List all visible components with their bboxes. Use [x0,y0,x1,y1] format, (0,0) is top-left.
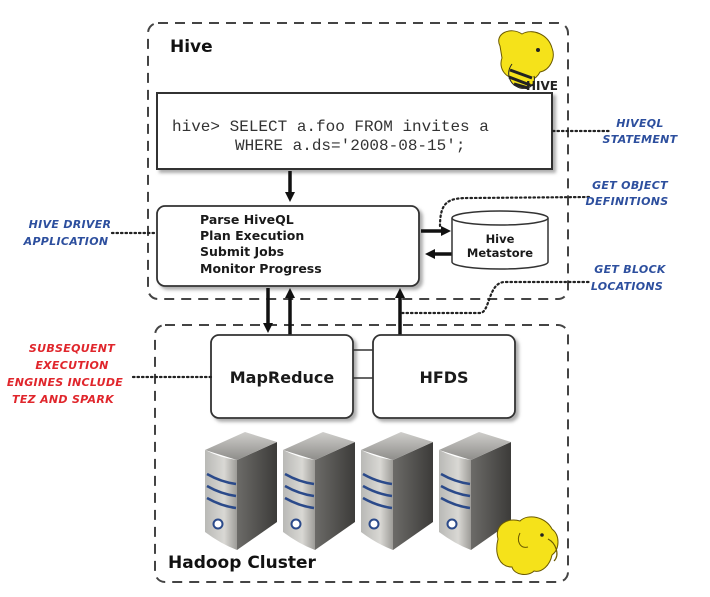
server-group [205,432,511,550]
hadoop-cluster-title: Hadoop Cluster [168,553,316,573]
hdfs-box: HFDS [372,334,516,419]
query-line-1: hive> SELECT a.foo FROM invites a [172,118,489,136]
hive-logo: HIVE [498,30,558,93]
server-icon [283,432,355,550]
svg-text:ENGINES INCLUDE: ENGINES INCLUDE [7,376,123,389]
svg-text:TEZ AND SPARK: TEZ AND SPARK [12,393,115,406]
svg-text:EXECUTION: EXECUTION [35,359,108,372]
annotation-get-block-locations: GET BLOCK LOCATIONS [591,263,667,293]
mapreduce-box: MapReduce [210,334,354,419]
svg-text:GET BLOCK: GET BLOCK [594,263,667,276]
annotation-hiveql-statement: HIVEQL STATEMENT [603,117,679,146]
svg-text:SUBSEQUENT: SUBSEQUENT [29,342,116,355]
svg-text:GET OBJECT: GET OBJECT [592,179,669,192]
annotation-execution-engines: SUBSEQUENT EXECUTION ENGINES INCLUDE TEZ… [7,342,123,406]
hive-logo-text: HIVE [526,79,558,93]
svg-text:STATEMENT: STATEMENT [603,133,679,146]
leader-block-locations [400,280,592,315]
server-icon [361,432,433,550]
hiveql-query-box: hive> SELECT a.foo FROM invites a WHERE … [156,92,553,170]
query-line-2: WHERE a.ds='2008-08-15'; [235,137,465,155]
hive-metastore: Hive Metastore [451,210,549,270]
hive-container: Hive [147,22,569,300]
mapreduce-label: MapReduce [230,368,335,387]
metastore-label-1: Hive [486,232,515,246]
driver-step-submit: Submit Jobs [200,244,284,259]
svg-text:DEFINITIONS: DEFINITIONS [586,195,669,208]
annotation-get-object-definitions: GET OBJECT DEFINITIONS [586,179,669,208]
server-icon [205,432,277,550]
svg-text:HIVE DRIVER: HIVE DRIVER [29,218,112,231]
svg-text:HIVEQL: HIVEQL [616,117,664,130]
leader-object-definitions [438,195,592,228]
hadoop-elephant-logo [496,516,559,575]
svg-text:APPLICATION: APPLICATION [23,235,109,248]
annotation-hive-driver-application: HIVE DRIVER APPLICATION [23,218,112,248]
driver-step-parse: Parse HiveQL [200,212,294,227]
server-icon [439,432,511,550]
annotation-leaders [110,129,612,379]
driver-step-monitor: Monitor Progress [200,261,322,276]
driver-step-plan: Plan Execution [200,228,304,243]
hadoop-cluster-container: Hadoop Cluster [154,324,569,583]
svg-text:LOCATIONS: LOCATIONS [591,280,663,293]
metastore-label-2: Metastore [467,246,533,260]
hive-driver-box: Parse HiveQL Plan Execution Submit Jobs … [156,205,420,287]
hdfs-label: HFDS [419,368,468,387]
hive-title: Hive [170,37,213,57]
